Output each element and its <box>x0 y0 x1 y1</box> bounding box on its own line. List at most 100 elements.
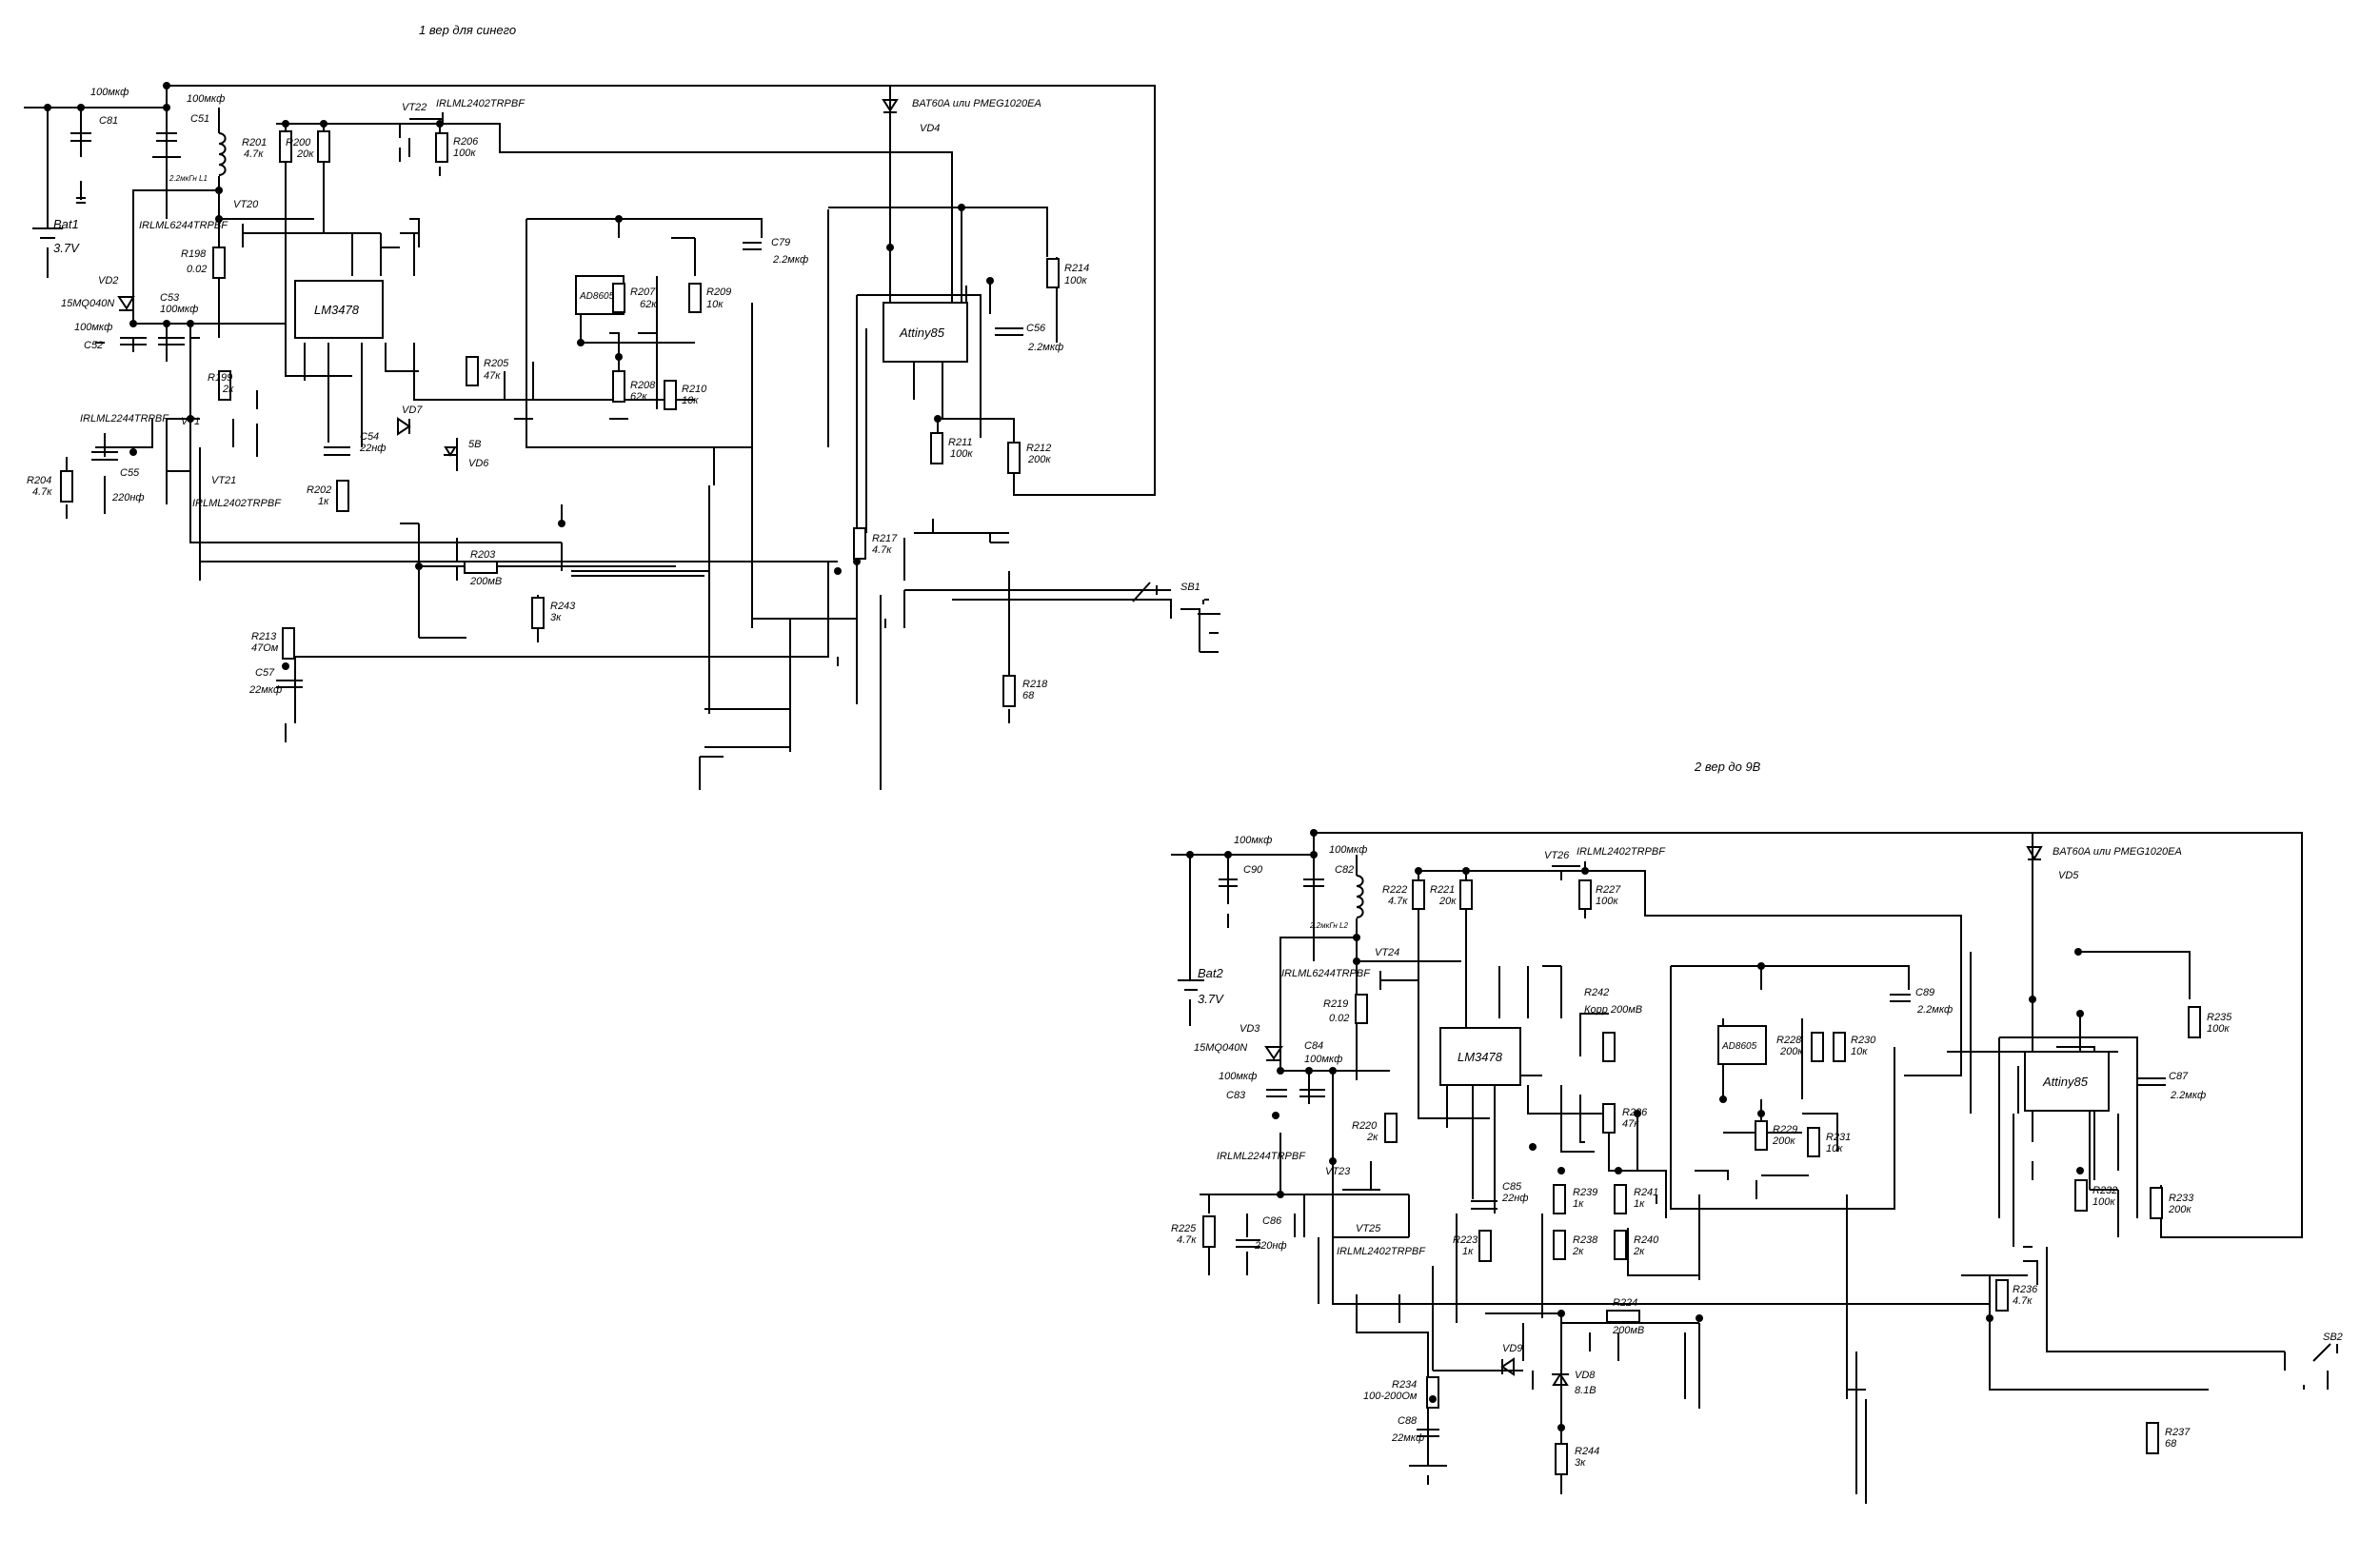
label: 10к <box>706 299 724 310</box>
label: 200мВ <box>469 576 502 587</box>
label: IRLML2402TRPBF <box>1577 846 1666 858</box>
label: R210 <box>682 384 707 395</box>
label: 22нф <box>359 443 386 454</box>
label: VT1 <box>181 416 200 427</box>
label: VD2 <box>98 275 118 286</box>
resistor-r237 <box>2146 1422 2159 1454</box>
label: R204 <box>27 475 51 486</box>
resistor-r204 <box>60 470 73 503</box>
label: VD4 <box>920 123 940 134</box>
label: R221 <box>1430 884 1455 896</box>
label: R242 <box>1584 987 1609 998</box>
label: VT25 <box>1356 1223 1381 1234</box>
label: Корр 200мВ <box>1584 1004 1642 1016</box>
label: R206 <box>453 136 479 148</box>
label: 2.2мкГн L2 <box>1309 921 1348 930</box>
label: R212 <box>1026 443 1051 454</box>
label: Bat2 <box>1198 966 1224 980</box>
components-v1: LM3478 AD8605 Attiny85 <box>44 82 1158 707</box>
resistor-r200 <box>317 130 330 163</box>
resistor-r198 <box>212 247 226 279</box>
label: 100к <box>1596 896 1618 907</box>
label: R213 <box>251 631 277 642</box>
label: 1к <box>1634 1198 1645 1210</box>
label: BAT60A или PMEG1020EA <box>2053 846 2182 858</box>
schematic-v1: 1 вер для синего <box>24 23 1220 790</box>
resistor-r203 <box>464 561 498 574</box>
label: 100мкф <box>1304 1054 1342 1065</box>
label: R238 <box>1573 1234 1598 1246</box>
label: R222 <box>1382 884 1407 896</box>
label: 200к <box>2168 1204 2192 1215</box>
labels-v2: 100мкф C90 100мкф C82 2.2мкГн L2 Bat2 3.… <box>1171 835 2343 1469</box>
label: 2.2мкф <box>2170 1090 2206 1101</box>
lm3478-chip-1 <box>294 280 384 339</box>
lm3478-label-1: LM3478 <box>314 303 360 317</box>
label: 5В <box>468 439 481 450</box>
label: C89 <box>1915 987 1934 998</box>
ad8605-label-2: AD8605 <box>1721 1041 1757 1052</box>
label: 100к <box>1064 275 1087 286</box>
label: R240 <box>1634 1234 1659 1246</box>
resistor-r234 <box>1426 1376 1439 1409</box>
label: 62к <box>630 391 647 403</box>
resistor-r228 <box>1811 1032 1824 1062</box>
label: 100к <box>2092 1196 2115 1208</box>
label: R241 <box>1634 1187 1658 1198</box>
resistor-r241 <box>1614 1184 1627 1214</box>
label: R214 <box>1064 263 1089 274</box>
label: VD7 <box>402 405 423 416</box>
label: R236 <box>2013 1284 2038 1295</box>
label: R227 <box>1596 884 1621 896</box>
label: VT26 <box>1544 850 1570 861</box>
label: R235 <box>2207 1012 2232 1023</box>
resistor-r202 <box>336 480 349 512</box>
ad8605-label-1: AD8605 <box>579 291 615 302</box>
resistor-r222 <box>1412 879 1425 910</box>
label: 2к <box>1572 1246 1584 1257</box>
label: R207 <box>630 286 656 298</box>
label: C81 <box>99 115 118 127</box>
lm3478-label-2: LM3478 <box>1458 1050 1503 1064</box>
label: R244 <box>1575 1446 1599 1457</box>
label: IRLML2402TRPBF <box>192 498 282 509</box>
label: 0.02 <box>187 264 207 275</box>
resistor-r207 <box>612 283 625 313</box>
label: 220нф <box>111 492 145 503</box>
label: 10к <box>1851 1046 1868 1057</box>
attiny85-label-2: Attiny85 <box>2042 1075 2089 1089</box>
label: R225 <box>1171 1223 1197 1234</box>
resistor-r224 <box>1606 1310 1640 1323</box>
ad8605-chip-2 <box>1717 1025 1767 1065</box>
label: 22нф <box>1501 1193 1528 1204</box>
label: C51 <box>190 113 209 125</box>
resistor-r242 <box>1602 1032 1616 1062</box>
label: C87 <box>2169 1071 2189 1082</box>
label: VD6 <box>468 458 489 469</box>
schematic-title: 2 вер до 9В <box>1694 760 1761 774</box>
label: R218 <box>1022 679 1048 690</box>
label: 3к <box>550 612 562 623</box>
label: R237 <box>2165 1427 2191 1438</box>
label: VT21 <box>211 475 236 486</box>
label: 62к <box>640 299 657 310</box>
label: 4.7к <box>872 544 892 556</box>
label: 10к <box>1826 1143 1843 1154</box>
label: R223 <box>1453 1234 1478 1246</box>
label: VD5 <box>2058 870 2079 881</box>
resistor-r240 <box>1614 1230 1627 1260</box>
label: R239 <box>1573 1187 1597 1198</box>
label: C56 <box>1026 323 1046 334</box>
resistor-r217 <box>853 527 866 560</box>
label: 20к <box>1438 896 1457 907</box>
label: 3к <box>1575 1457 1586 1469</box>
label: 100к <box>950 448 973 460</box>
label: 47Ом <box>251 642 279 654</box>
label: R203 <box>470 549 496 561</box>
resistor-r238 <box>1553 1230 1566 1260</box>
schematic-title: 1 вер для синего <box>419 23 516 37</box>
lm3478-chip-2 <box>1439 1027 1521 1086</box>
label: 2.2мкф <box>1916 1004 1953 1016</box>
label: IRLML2402TRPBF <box>436 98 526 109</box>
